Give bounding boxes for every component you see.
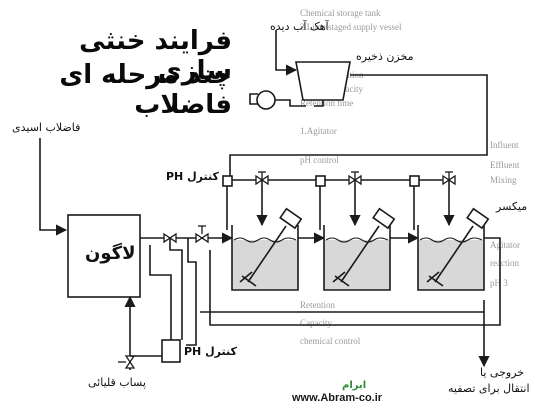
- background-text: chemical control: [300, 336, 361, 346]
- pump-outlet: [249, 93, 258, 105]
- background-text: Influent: [490, 140, 519, 150]
- background-text: pH 3: [490, 278, 508, 288]
- ph-controller-box-1: [222, 175, 233, 187]
- watermark-url: www.Abram-co.ir: [292, 392, 383, 404]
- background-text: 1.Agitator: [300, 126, 337, 136]
- ph-control-bottom-label: کنترل PH: [184, 345, 237, 358]
- agitator-icon: [426, 207, 490, 287]
- lagoon-label: لاگون: [85, 243, 136, 264]
- valve-icon: [118, 355, 136, 369]
- outlet-label-line-2: انتقال برای تصفیه: [448, 382, 530, 395]
- ph-controller-box-3: [409, 175, 420, 187]
- acid-wastewater-label: فاضلاب اسیدی: [12, 121, 81, 134]
- ph-control-top-label: کنترل PH: [166, 170, 219, 183]
- reactor-tank-2: [323, 225, 391, 291]
- mixer-label: میکسر: [496, 200, 528, 213]
- background-text: pH control: [300, 155, 339, 165]
- background-text: Mixing: [490, 175, 517, 185]
- lime-milk-label: آهک آب دیده: [270, 20, 329, 33]
- storage-tank-label: مخزن ذخیره: [356, 50, 414, 63]
- valve-icon: [195, 225, 209, 244]
- watermark-logo: ابرام: [342, 380, 367, 391]
- agitator-icon: [332, 207, 396, 287]
- pump-to-tank: [275, 99, 306, 107]
- background-text: Agitator: [490, 240, 520, 250]
- background-text: reaction: [490, 258, 519, 268]
- storage-tank: [295, 61, 351, 101]
- background-text: 2.Lime staged supply vessel: [300, 22, 402, 32]
- acid-inlet-line: [39, 138, 68, 236]
- valve-icon: [348, 171, 362, 186]
- valve-icon: [255, 171, 269, 186]
- background-text: Retention: [300, 300, 335, 310]
- ph-controller-box-bottom: [161, 339, 181, 363]
- outlet-label-line-1: خروجی یا: [480, 366, 525, 379]
- valve-icon: [442, 171, 456, 186]
- lagoon-tank: [67, 214, 141, 298]
- background-text: Capacity: [300, 318, 332, 328]
- diagram-title-line-2: چند مرحله ای فاضلاب: [59, 60, 232, 120]
- agitator-icon: [239, 207, 303, 287]
- pump-icon: [256, 90, 276, 110]
- lime-inlet-arrow: [275, 30, 298, 76]
- reactor-tank-1: [231, 225, 299, 291]
- outlet-line: [209, 237, 501, 326]
- alkaline-effluent-label: پساب قلیائی: [88, 376, 146, 389]
- reactor-tank-3: [417, 225, 485, 291]
- ph-control-lines: [149, 238, 183, 340]
- background-text: Effluent: [490, 160, 520, 170]
- background-text: Retention time: [300, 98, 354, 108]
- ph-control-lines-2: [186, 238, 197, 346]
- recirculation-line: [229, 74, 488, 180]
- storage-tank-outlet: [314, 100, 324, 107]
- background-text: Chemical storage tank: [300, 8, 381, 18]
- diagram-title-line-1: فرایند خنثی سازی: [79, 26, 232, 86]
- ph-controller-box-2: [315, 175, 326, 187]
